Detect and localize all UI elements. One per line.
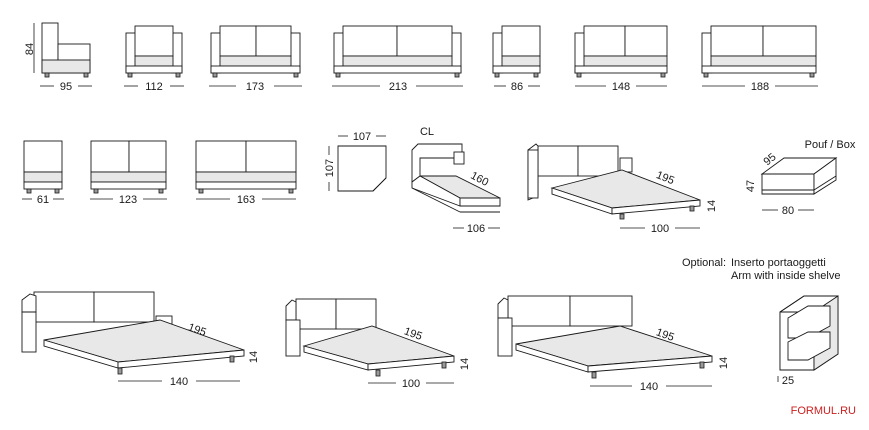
sofa-3-seat-one-arm-front-view — [701, 25, 817, 78]
sofa-bed-opened-small — [527, 143, 701, 220]
pouf-label: Pouf / Box — [805, 139, 856, 151]
armchair-front-view — [125, 25, 183, 78]
height-dim-84: 84 — [24, 43, 36, 55]
chaise-label: CL — [420, 126, 434, 138]
chaise-longue-view — [411, 143, 501, 213]
width-dim-61: 61 — [37, 194, 49, 206]
width-dim-123: 123 — [119, 194, 137, 206]
bed-2-height-dim-14: 14 — [459, 358, 471, 370]
bed-3-length-dim-195: 195 — [654, 326, 675, 344]
bed-small-width-dim-100: 100 — [651, 223, 669, 235]
shelf-dim-25: 25 — [782, 375, 794, 387]
width-dim-188: 188 — [751, 81, 769, 93]
bed-2-width-dim-100: 100 — [402, 378, 420, 390]
corner-depth-dim-107: 107 — [324, 159, 336, 177]
arm-with-shelf-view — [779, 295, 839, 371]
armchair-one-arm-front-view — [492, 25, 541, 78]
optional-line-2: Arm with inside shelve — [731, 270, 840, 282]
optional-line-1: Inserto portaoggetti — [731, 257, 826, 269]
width-dim-86: 86 — [511, 81, 523, 93]
sofa-bed-opened-100 — [285, 298, 455, 377]
pouf-width-dim-80: 80 — [782, 205, 794, 217]
bed-3-width-dim-140: 140 — [640, 381, 658, 393]
sofa-2-seat-one-arm-front-view — [574, 25, 668, 78]
width-dim-95: 95 — [60, 81, 72, 93]
sofa-bed-opened-140 — [21, 291, 245, 375]
sofa-3-seat-front-view — [333, 25, 462, 78]
armless-sofa-2-seat-front-view — [90, 140, 167, 194]
bed-2-length-dim-195: 195 — [402, 325, 423, 343]
bed-1-length-dim-195: 195 — [186, 321, 207, 339]
pouf-height-dim-47: 47 — [745, 180, 757, 192]
width-dim-148: 148 — [612, 81, 630, 93]
sofa-side-view — [41, 22, 91, 78]
width-dim-173: 173 — [246, 81, 264, 93]
width-dim-213: 213 — [389, 81, 407, 93]
width-dim-163: 163 — [237, 194, 255, 206]
sofa-2-seat-front-view — [210, 25, 301, 78]
armless-sofa-3-seat-front-view — [195, 140, 297, 194]
bed-1-height-dim-14: 14 — [248, 351, 260, 363]
optional-label: Optional: — [682, 257, 726, 269]
bed-1-width-dim-140: 140 — [170, 376, 188, 388]
bed-small-height-dim-14: 14 — [706, 200, 718, 212]
chaise-width-dim-106: 106 — [467, 223, 485, 235]
corner-width-dim-107: 107 — [353, 131, 371, 143]
sofa-bed-opened-140-one-arm — [497, 295, 713, 379]
watermark: FORMUL.RU — [791, 405, 856, 417]
pouf-box-view — [760, 157, 838, 195]
armless-chair-front-view — [23, 140, 63, 194]
bed-3-height-dim-14: 14 — [718, 357, 730, 369]
corner-element-plan-view — [337, 145, 387, 192]
width-dim-112: 112 — [145, 81, 163, 93]
